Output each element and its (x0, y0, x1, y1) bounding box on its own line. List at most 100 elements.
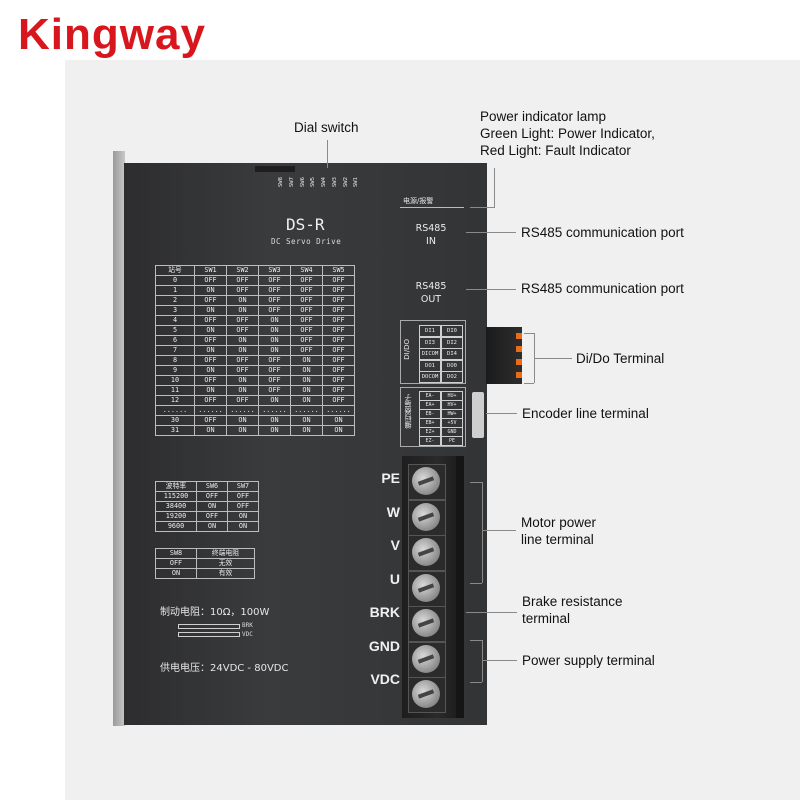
station-table-cell: OFF (194, 335, 227, 346)
station-table-cell: ON (194, 285, 227, 296)
station-table-cell: ON (258, 315, 291, 326)
dip-switch-sw5[interactable]: SW5 (310, 177, 317, 187)
station-table-cell: ON (258, 415, 291, 426)
station-table-cell: ...... (258, 405, 291, 416)
station-table-cell: OFF (290, 285, 323, 296)
dip-switch-sw2[interactable]: SW2 (342, 177, 349, 187)
station-table-cell: ON (322, 415, 355, 426)
power-lamp-line1: Power indicator lamp (480, 109, 607, 124)
connector-pin (516, 372, 522, 378)
station-table-cell: ON (290, 415, 323, 426)
connector-pin (516, 359, 522, 365)
dido-pin-label: DOCOM (419, 371, 441, 383)
power-alarm-divider (400, 207, 464, 208)
encoder-label: 编码器端子 (404, 394, 412, 429)
terminal-screw-icon[interactable] (412, 502, 440, 531)
station-table-cell: 12 (155, 395, 195, 406)
brake-wire-icon (178, 624, 240, 629)
station-table-cell: OFF (258, 385, 291, 396)
station-table-cell: OFF (322, 305, 355, 316)
encoder-pin-label: PE (441, 436, 463, 446)
station-table-cell: 2 (155, 295, 195, 306)
station-table-cell: OFF (258, 305, 291, 316)
connector-pin (516, 333, 522, 339)
leader-motor-bracket (482, 482, 483, 583)
vdc-wire-icon (178, 632, 240, 637)
wire-label-vdc: VDC (242, 631, 253, 638)
station-table-cell: 0 (155, 275, 195, 286)
baud-table-cell: ON (227, 521, 259, 532)
leader-supply-top (470, 640, 482, 641)
dido-pin-label: DI0 (441, 325, 463, 337)
terminal-label-w: W (386, 503, 400, 520)
dip-switch-sw6[interactable]: SW6 (299, 177, 306, 187)
terminal-block-edge (456, 456, 464, 718)
leader-power-lamp (494, 168, 495, 208)
station-table-cell: OFF (258, 275, 291, 286)
terminal-screw-icon[interactable] (412, 680, 440, 708)
station-table-cell: OFF (322, 275, 355, 286)
station-table-cell: ON (322, 425, 355, 436)
baud-table-header-cell: SW6 (196, 481, 228, 492)
station-table-cell: ...... (290, 405, 323, 416)
station-table-cell: OFF (290, 275, 323, 286)
baud-table-cell: 38400 (155, 501, 197, 512)
baud-table-cell: 19200 (155, 511, 197, 522)
station-table-cell: ON (194, 425, 227, 436)
station-table-cell: OFF (258, 295, 291, 306)
station-table-cell: OFF (322, 355, 355, 366)
dido-pin-label: DO1 (419, 359, 441, 372)
power-lamp-line3: Red Light: Fault Indicator (480, 143, 631, 158)
station-table-cell: ON (226, 335, 259, 346)
term-table-header-cell: SW8 (155, 548, 197, 559)
motor-power-line1: Motor power (521, 515, 597, 530)
station-table-cell: ON (194, 325, 227, 336)
terminal-screw-icon[interactable] (412, 644, 440, 673)
station-table-cell: ON (194, 305, 227, 316)
dip-switch-sw7[interactable]: SW7 (288, 177, 295, 187)
station-table-cell: OFF (226, 355, 259, 366)
station-table-cell: ON (290, 385, 323, 396)
encoder-connector (472, 392, 484, 438)
power-lamp-line2: Green Light: Power Indicator, (480, 126, 655, 141)
station-table-cell: 6 (155, 335, 195, 346)
station-table-cell: OFF (290, 315, 323, 326)
dip-switch-housing (255, 166, 295, 172)
station-table-cell: ON (290, 365, 323, 376)
callout-motor-power: Motor power line terminal (521, 514, 596, 548)
station-table-cell: OFF (322, 345, 355, 356)
terminal-screw-icon[interactable] (412, 538, 440, 566)
power-terminal-block (402, 456, 462, 718)
terminal-screw-icon[interactable] (412, 467, 440, 495)
dip-switch-sw3[interactable]: SW3 (331, 177, 338, 187)
station-table-header-cell: SW3 (258, 265, 291, 276)
station-table-header-cell: SW4 (290, 265, 323, 276)
station-table-cell: OFF (194, 355, 227, 366)
station-table-cell: 10 (155, 375, 195, 386)
leader-rs485-out (466, 289, 516, 290)
dip-switch-sw1[interactable]: SW1 (353, 177, 360, 187)
dido-pin-label: DI2 (441, 336, 463, 349)
dip-switch-sw8[interactable]: SW8 (278, 177, 284, 187)
baud-table-cell: OFF (227, 491, 259, 502)
terminal-screw-icon[interactable] (412, 573, 440, 602)
callout-power-supply: Power supply terminal (522, 653, 655, 668)
leader-dido-top (524, 333, 534, 334)
terminal-screw-icon[interactable] (412, 609, 440, 637)
drive-side-bracket (113, 151, 125, 726)
baud-table-cell: OFF (196, 511, 228, 522)
dido-pin-label: DI4 (441, 348, 463, 360)
encoder-pin-label: EZ- (419, 436, 441, 446)
station-table-cell: ON (226, 415, 259, 426)
dip-switch-sw4[interactable]: SW4 (321, 177, 327, 187)
